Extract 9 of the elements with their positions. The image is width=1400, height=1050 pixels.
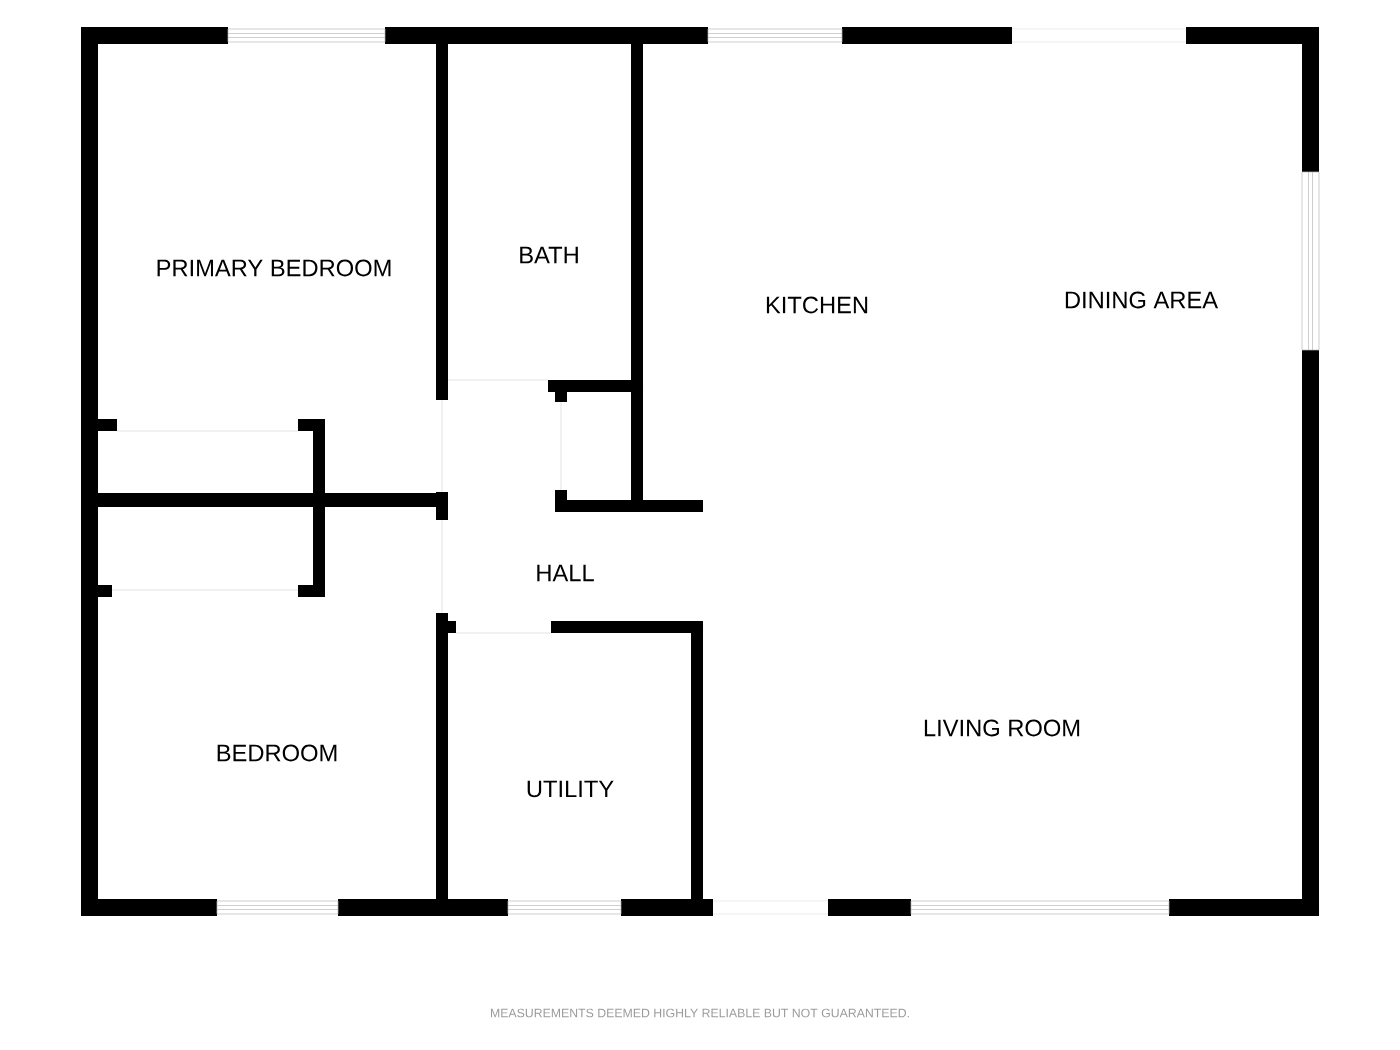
disclaimer-note: MEASUREMENTS DEEMED HIGHLY RELIABLE BUT NOT GUARANTEED.	[491, 1008, 909, 1018]
room-label: HALL	[537, 564, 594, 582]
room-label: LIVING ROOM	[924, 719, 1080, 737]
room-label: BEDROOM	[217, 744, 337, 762]
room-label: UTILITY	[527, 780, 614, 798]
room-label: DINING AREA	[1065, 291, 1219, 309]
room-label: KITCHEN	[766, 296, 868, 314]
room-label: PRIMARY BEDROOM	[157, 259, 391, 277]
room-label: BATH	[520, 246, 578, 264]
